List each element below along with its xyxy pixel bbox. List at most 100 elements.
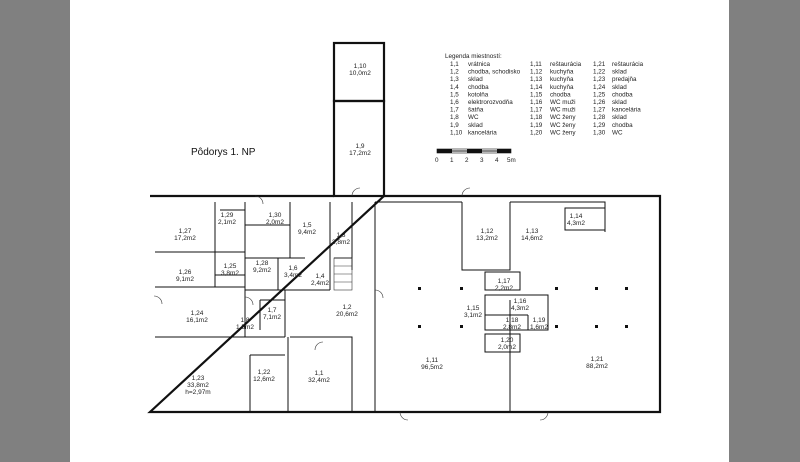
legend-name: WC muži <box>550 107 576 114</box>
room-area: 10,0m2 <box>349 70 371 77</box>
legend-name: reštaurácia <box>612 61 644 68</box>
room-area: 13,2m2 <box>476 235 498 242</box>
legend-code: 1,29 <box>593 122 606 129</box>
room-area: 1,5m2 <box>236 324 254 331</box>
legend-code: 1,19 <box>530 122 543 129</box>
room-area: 3,8m2 <box>221 270 239 277</box>
room-height: h=2,97m <box>185 389 210 396</box>
legend-code: 1,12 <box>530 69 543 76</box>
legend-name: WC ženy <box>550 129 576 136</box>
legend-name: chodba <box>468 84 489 91</box>
legend-code: 1,23 <box>593 76 606 83</box>
scale-tick: 5m <box>507 157 516 164</box>
scale-tick: 2 <box>465 157 469 164</box>
room-area: 2,8m2 <box>503 324 521 331</box>
room-labels: 1,1010,0m21,917,2m21,2717,2m21,292,1m21,… <box>174 63 608 396</box>
room-number: 1,24 <box>191 310 204 317</box>
legend-code: 1,25 <box>593 91 606 98</box>
room-area: 1,6m2 <box>530 324 548 331</box>
room-area: 16,1m2 <box>186 317 208 324</box>
room-area: 9,1m2 <box>176 276 194 283</box>
legend-name: kotolňa <box>468 91 489 98</box>
legend-code: 1,24 <box>593 84 606 91</box>
room-number: 1,17 <box>498 278 511 285</box>
room-number: 1,21 <box>591 356 604 363</box>
legend-code: 1,18 <box>530 114 543 121</box>
legend-code: 1,10 <box>450 129 463 136</box>
room-number: 1,19 <box>533 317 546 324</box>
room-area: 20,6m2 <box>336 311 358 318</box>
room-area: 3,8m2 <box>332 239 350 246</box>
legend-code: 1,28 <box>593 114 606 121</box>
legend-code: 1,11 <box>530 61 542 68</box>
legend-code: 1,16 <box>530 99 543 106</box>
legend-name: reštaurácia <box>550 61 582 68</box>
legend-code: 1,15 <box>530 91 543 98</box>
room-area: 9,2m2 <box>253 267 271 274</box>
room-area: 2,0m2 <box>266 219 284 226</box>
legend-code: 1,17 <box>530 107 543 114</box>
scale-tick: 1 <box>450 157 454 164</box>
legend-code: 1,13 <box>530 76 543 83</box>
legend-code: 1,7 <box>450 107 459 114</box>
room-number: 1,15 <box>467 305 480 312</box>
legend-heading: Legenda miestností: <box>445 53 502 60</box>
room-number: 1,26 <box>179 269 192 276</box>
room-number: 1,6 <box>288 265 297 272</box>
legend-name: vrátnica <box>468 61 491 68</box>
legend-name: kuchyňa <box>550 69 574 76</box>
room-area: 12,6m2 <box>253 376 275 383</box>
legend-code: 1,30 <box>593 129 606 136</box>
legend-name: WC <box>612 129 623 136</box>
legend-code: 1,3 <box>450 76 459 83</box>
legend-name: WC ženy <box>550 122 576 129</box>
room-area: 96,5m2 <box>421 364 443 371</box>
room-number: 1,12 <box>481 228 494 235</box>
room-number: 1,23 <box>192 375 205 382</box>
room-number: 1,10 <box>354 63 367 70</box>
room-number: 1,22 <box>258 369 271 376</box>
legend-code: 1,26 <box>593 99 606 106</box>
legend-name: sklad <box>468 122 483 129</box>
room-number: 1,11 <box>426 357 439 364</box>
room-area: 7,1m2 <box>263 314 281 321</box>
room-number: 1,29 <box>221 212 234 219</box>
room-area: 4,3m2 <box>511 305 529 312</box>
room-number: 1,13 <box>526 228 539 235</box>
legend-name: sklad <box>612 114 627 121</box>
columns <box>418 287 628 328</box>
legend-code: 1,14 <box>530 84 543 91</box>
legend-name: WC <box>468 114 479 121</box>
room-number: 1,14 <box>570 213 583 220</box>
scale-bar: 0 1 2 3 4 5m <box>435 148 516 164</box>
room-area: 3,1m2 <box>464 312 482 319</box>
room-area: 14,6m2 <box>521 235 543 242</box>
legend-name: chodba <box>612 122 633 129</box>
legend-name: chodba, schodisko <box>468 69 521 76</box>
room-area: 88,2m2 <box>586 363 608 370</box>
room-number: 1,25 <box>224 263 237 270</box>
room-area: 32,4m2 <box>308 377 330 384</box>
legend-name: sklad <box>612 84 627 91</box>
legend-code: 1,6 <box>450 99 459 106</box>
room-area: 17,2m2 <box>174 235 196 242</box>
legend-name: šatňa <box>468 107 484 114</box>
room-area: 2,0m2 <box>498 344 516 351</box>
legend-code: 1,1 <box>450 61 459 68</box>
legend-code: 1,5 <box>450 91 459 98</box>
room-number: 1,3 <box>336 232 345 239</box>
legend-code: 1,22 <box>593 69 606 76</box>
legend-name: sklad <box>612 99 627 106</box>
legend-name: chodba <box>612 91 633 98</box>
scale-tick: 3 <box>480 157 484 164</box>
plan-title: Pôdorys 1. NP <box>191 147 256 158</box>
legend-name: kancelária <box>468 129 497 136</box>
legend-name: sklad <box>468 76 483 83</box>
scale-tick: 4 <box>495 157 499 164</box>
room-area: 3,4m2 <box>284 272 302 279</box>
legend-code: 1,9 <box>450 122 459 129</box>
room-number: 1,28 <box>256 260 269 267</box>
legend-name: elektrorozvodňa <box>468 99 513 106</box>
room-number: 1,7 <box>267 307 276 314</box>
